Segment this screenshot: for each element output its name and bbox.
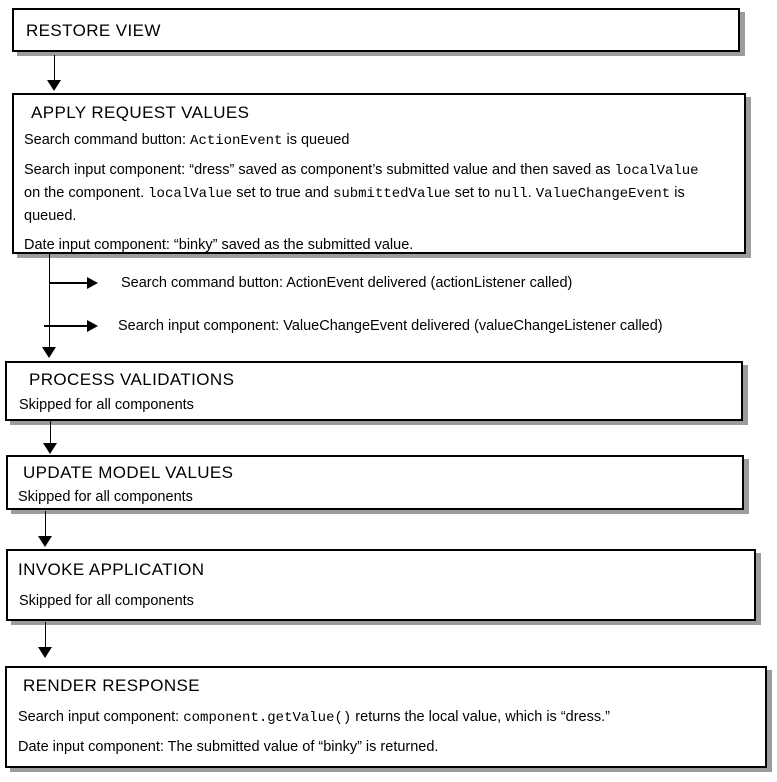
body-text: Skipped for all components: [18, 489, 193, 505]
body-text: set to true and: [232, 185, 333, 201]
phase-paragraph: Search command button: ActionEvent is qu…: [24, 129, 718, 152]
code-text: component.getValue(): [183, 710, 352, 726]
body-text: Search input component:: [18, 709, 184, 725]
phase-paragraph: Search input component: “dress” saved as…: [24, 159, 718, 227]
arrow-down-icon: [42, 347, 56, 358]
phase-paragraph: Skipped for all components: [18, 486, 742, 508]
phase-title: RESTORE VIEW: [26, 21, 161, 40]
arrow-line: [49, 282, 87, 284]
arrow-right-icon: [87, 277, 98, 289]
arrow-line: [48, 254, 50, 347]
event-branch-label: Search command button: ActionEvent deliv…: [121, 275, 573, 291]
body-text: Date input component: The submitted valu…: [18, 739, 439, 755]
body-text: Skipped for all components: [19, 593, 194, 609]
phase-title: APPLY REQUEST VALUES: [31, 103, 250, 122]
body-text: is queued.: [24, 185, 685, 224]
phase-paragraph: Skipped for all components: [19, 590, 754, 612]
arrow-down-icon: [38, 536, 52, 547]
arrow-down-icon: [47, 80, 61, 91]
body-text: .: [527, 185, 536, 201]
event-branch-label: Search input component: ValueChangeEvent…: [118, 318, 663, 334]
phase-box-restore-view: RESTORE VIEW: [12, 8, 740, 52]
body-text: Search command button:: [24, 132, 191, 148]
body-text: on the component.: [24, 185, 149, 201]
phase-title: RENDER RESPONSE: [23, 676, 200, 695]
arrow-line: [53, 55, 55, 80]
phase-paragraph: Date input component: The submitted valu…: [18, 736, 753, 758]
phase-box-update-model-values: UPDATE MODEL VALUES Skipped for all comp…: [6, 455, 744, 510]
phase-title: INVOKE APPLICATION: [18, 560, 205, 579]
body-text: Date input component: “binky” saved as t…: [24, 237, 414, 253]
arrow-line: [49, 421, 51, 443]
body-text: set to: [450, 185, 495, 201]
code-text: ActionEvent: [190, 133, 283, 149]
arrow-right-icon: [87, 320, 98, 332]
phase-box-invoke-application: INVOKE APPLICATION Skipped for all compo…: [6, 549, 756, 621]
arrow-down-icon: [38, 647, 52, 658]
body-text: is queued: [282, 132, 350, 148]
phase-paragraph: Skipped for all components: [19, 394, 741, 416]
phase-box-render-response: RENDER RESPONSE Search input component: …: [5, 666, 767, 768]
phase-title: PROCESS VALIDATIONS: [29, 370, 235, 389]
phase-paragraph: Date input component: “binky” saved as t…: [24, 234, 718, 253]
body-text: returns the local value, which is “dress…: [351, 709, 610, 725]
code-text: localValue: [614, 163, 699, 179]
arrow-down-icon: [43, 443, 57, 454]
phase-paragraph: Search input component: component.getVal…: [18, 706, 753, 729]
code-text: null: [494, 186, 528, 202]
phase-box-process-validations: PROCESS VALIDATIONS Skipped for all comp…: [5, 361, 743, 421]
arrow-line: [44, 325, 87, 327]
code-text: submittedValue: [332, 186, 451, 202]
code-text: ValueChangeEvent: [535, 186, 671, 202]
phase-box-apply-request-values: APPLY REQUEST VALUES Search command butt…: [12, 93, 746, 254]
arrow-line: [44, 511, 46, 536]
body-text: Skipped for all components: [19, 397, 194, 413]
code-text: localValue: [148, 186, 233, 202]
phase-title: UPDATE MODEL VALUES: [23, 463, 234, 482]
arrow-line: [44, 622, 46, 647]
body-text: Search input component: “dress” saved as…: [24, 162, 615, 178]
